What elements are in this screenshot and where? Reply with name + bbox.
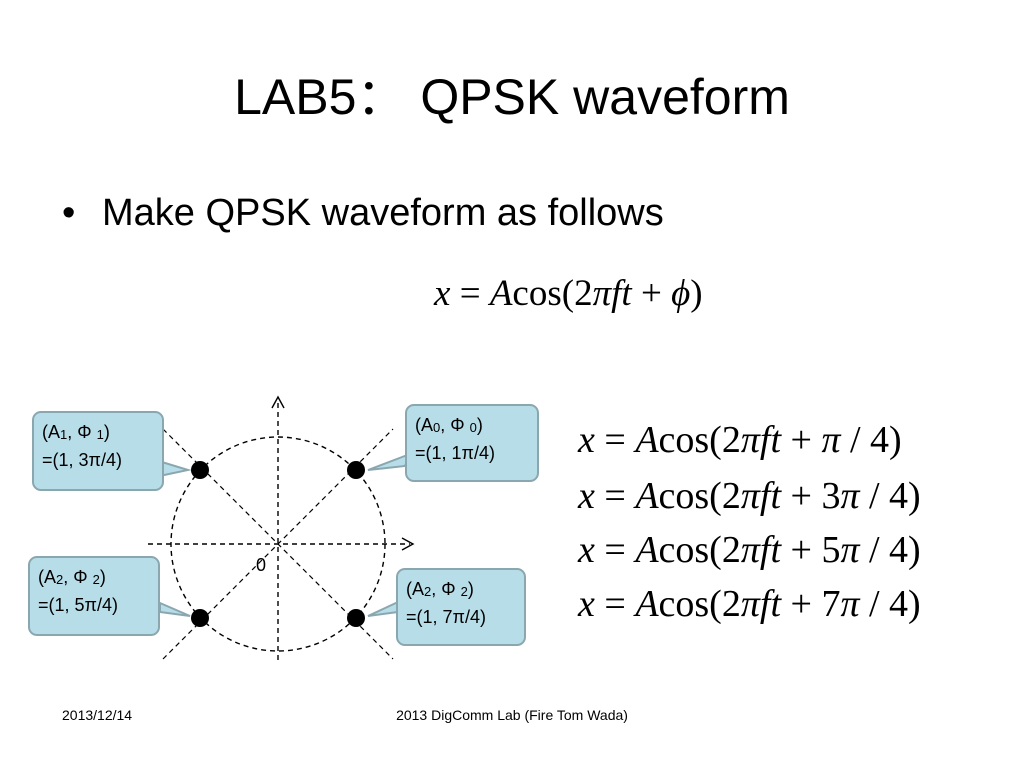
y-axis-arrow <box>271 395 285 409</box>
footer-date: 2013/12/14 <box>62 707 133 723</box>
footer-text: 2013 DigComm Lab (Fire Tom Wada) <box>396 707 628 723</box>
constellation-point-q4 <box>347 609 365 627</box>
bullet-text: Make QPSK waveform as follows <box>102 192 664 234</box>
equation-7pi-4: x = Acos(2πft + 7π / 4) <box>578 583 921 625</box>
equation-5pi-4: x = Acos(2πft + 5π / 4) <box>578 529 921 571</box>
origin-label: 0 <box>256 555 267 575</box>
slide-title: LAB5： QPSK waveform <box>234 69 790 125</box>
x-axis-arrow <box>401 537 415 551</box>
callout-a2-right: (A2, Φ 2) =(1, 7π/4) <box>396 568 526 646</box>
callout-a0: (A0, Φ 0) =(1, 1π/4) <box>405 404 539 482</box>
bullet-dot: • <box>62 192 76 234</box>
constellation-point-q1 <box>347 461 365 479</box>
main-equation: x = Acos(2πft + ϕ) <box>434 273 703 314</box>
equation-3pi-4: x = Acos(2πft + 3π / 4) <box>578 475 921 517</box>
equation-pi-4: x = Acos(2πft + π / 4) <box>578 419 902 461</box>
constellation-point-q2 <box>191 461 209 479</box>
callout-a1: (A1, Φ 1) =(1, 3π/4) <box>32 411 164 491</box>
callout-a2-left: (A2, Φ 2) =(1, 5π/4) <box>28 556 160 636</box>
constellation-point-q3 <box>191 609 209 627</box>
bullet-item: • Make QPSK waveform as follows <box>62 188 664 238</box>
callout-pointer-c0 <box>367 452 412 471</box>
callout-pointer-c3 <box>367 600 399 617</box>
callout-pointer-c2 <box>159 601 191 617</box>
